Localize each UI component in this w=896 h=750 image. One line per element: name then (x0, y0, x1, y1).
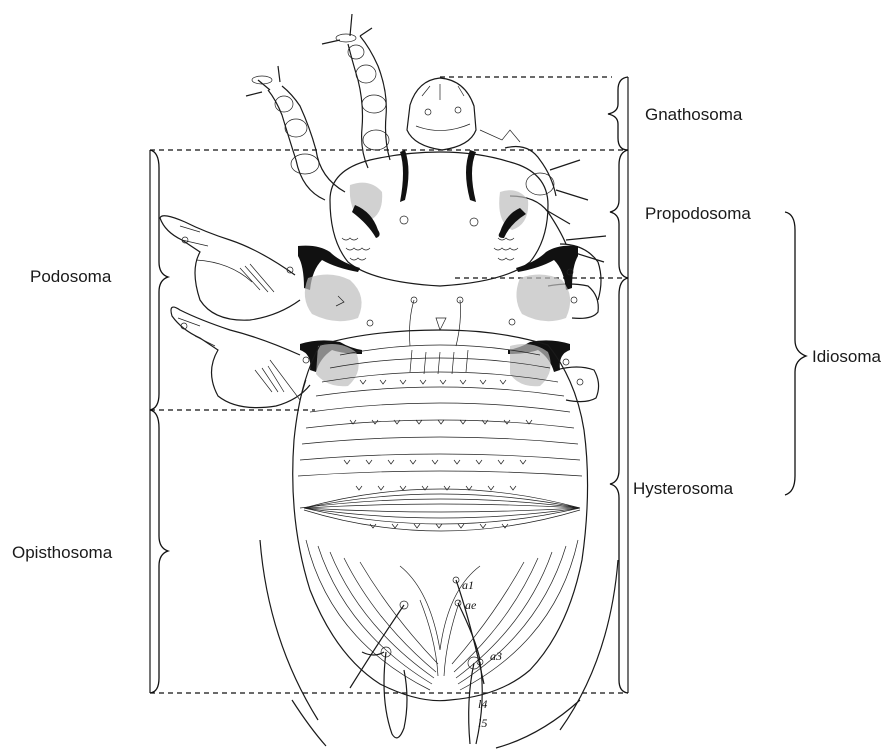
label-propodosoma: Propodosoma (645, 204, 751, 223)
seta-label-l4: l4 (478, 697, 487, 711)
frame-lines (150, 77, 628, 693)
seta-label-a1: a1 (462, 578, 474, 592)
label-idiosoma: Idiosoma (812, 347, 882, 366)
seta-label-l5: l5 (478, 716, 487, 730)
region-labels: Gnathosoma Propodosoma Podosoma Idiosoma… (12, 105, 882, 562)
seta-label-a3: a3 (490, 649, 502, 663)
label-hysterosoma: Hysterosoma (633, 479, 734, 498)
opisthosoma-brace (150, 410, 168, 693)
braces (150, 77, 806, 693)
idiosoma-brace (785, 212, 806, 495)
hysterosoma-brace (610, 278, 628, 693)
gnathosoma-brace (608, 77, 628, 150)
seta-label-ae: ae (465, 598, 477, 612)
podosoma-brace (150, 150, 168, 410)
mite-illustration: a1 ae a3 l4 l5 (160, 14, 618, 748)
label-gnathosoma: Gnathosoma (645, 105, 743, 124)
label-opisthosoma: Opisthosoma (12, 543, 113, 562)
propodosoma-body (330, 150, 548, 286)
left-posterior-legs (160, 216, 310, 408)
division-lines (150, 77, 628, 693)
gnathosoma-mouthparts (407, 78, 476, 150)
label-podosoma: Podosoma (30, 267, 112, 286)
propodosoma-brace (610, 150, 628, 278)
seta-labels: a1 ae a3 l4 l5 (462, 578, 502, 730)
